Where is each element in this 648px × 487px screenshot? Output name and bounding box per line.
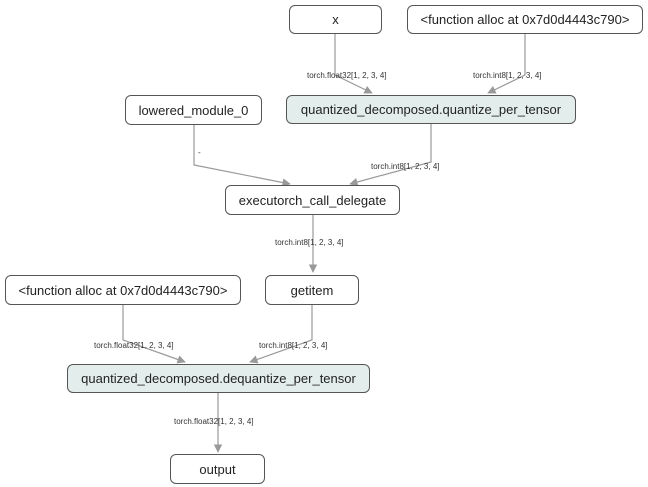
node-alloc-bottom[interactable]: <function alloc at 0x7d0d4443c790> xyxy=(5,275,241,305)
edge-label-x-to-quantize: torch.float32[1, 2, 3, 4] xyxy=(307,71,387,80)
edge-label-lowered-to-delegate: - xyxy=(198,148,201,157)
node-x[interactable]: x xyxy=(289,5,382,34)
node-lowered-module[interactable]: lowered_module_0 xyxy=(125,95,262,125)
edge-alloc-bottom-to-dequantize xyxy=(122,305,186,364)
node-executorch-call-delegate[interactable]: executorch_call_delegate xyxy=(225,185,400,215)
node-quantize-per-tensor[interactable]: quantized_decomposed.quantize_per_tensor xyxy=(286,95,576,124)
edge-label-alloc-bottom-to-dequantize: torch.float32[1, 2, 3, 4] xyxy=(94,341,174,350)
node-getitem[interactable]: getitem xyxy=(265,275,359,305)
node-alloc-top[interactable]: <function alloc at 0x7d0d4443c790> xyxy=(407,5,643,34)
edge-label-quantize-to-delegate: torch.int8[1, 2, 3, 4] xyxy=(371,162,440,171)
edge-x-to-quantize xyxy=(334,34,373,94)
edge-getitem-to-dequantize xyxy=(249,305,313,364)
edge-label-delegate-to-getitem: torch.int8[1, 2, 3, 4] xyxy=(275,238,344,247)
node-output[interactable]: output xyxy=(170,454,265,484)
edge-alloc-top-to-quantize xyxy=(487,34,526,94)
node-dequantize-per-tensor[interactable]: quantized_decomposed.dequantize_per_tens… xyxy=(67,364,370,393)
edge-label-getitem-to-dequantize: torch.int8[1, 2, 3, 4] xyxy=(259,341,328,350)
edge-label-alloc-top-to-quantize: torch.int8[1, 2, 3, 4] xyxy=(473,71,542,80)
edge-lowered-to-delegate xyxy=(193,125,291,187)
edge-label-dequantize-to-output: torch.float32[1, 2, 3, 4] xyxy=(174,417,254,426)
edge-quantize-to-delegate xyxy=(349,124,432,187)
